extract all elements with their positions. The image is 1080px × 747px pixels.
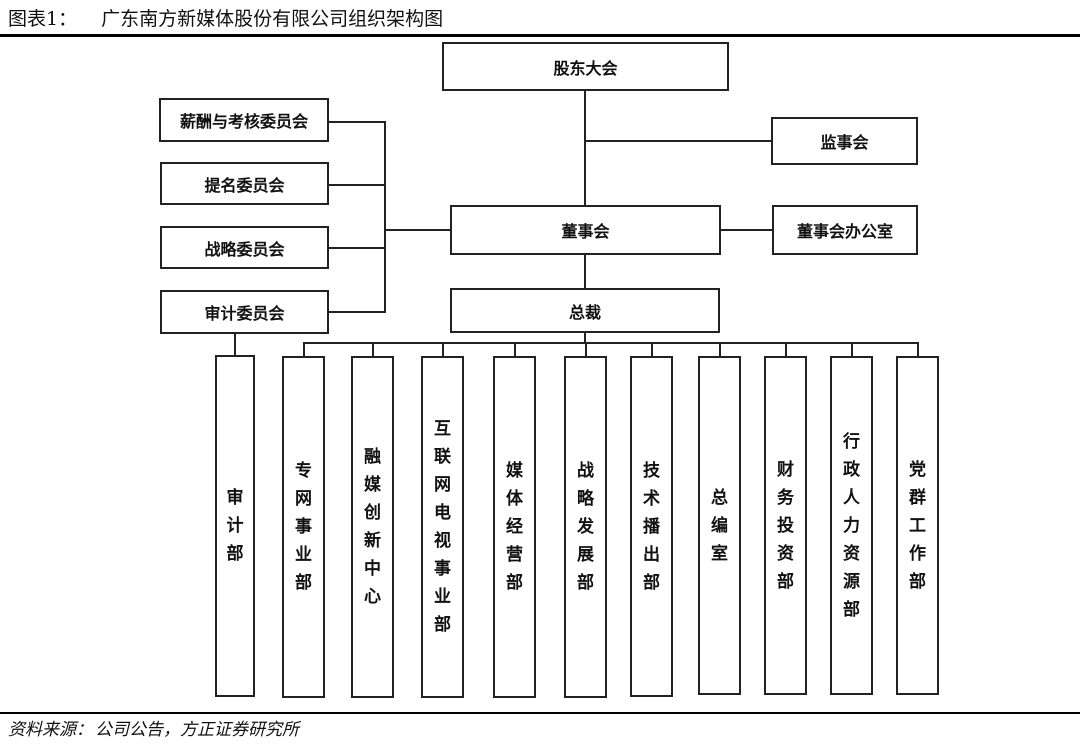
audit-dept-box: 审计部 [215, 355, 255, 697]
dept-drop-1 [303, 342, 305, 357]
dept-box-1: 专网事业部 [282, 356, 325, 698]
committee-nomination-box: 提名委员会 [160, 162, 329, 205]
connector-board-office [720, 229, 773, 231]
dept-label: 专网事业部 [294, 461, 312, 593]
source-note: 资料来源：公司公告，方正证券研究所 [8, 718, 299, 742]
top-rule [0, 34, 1080, 37]
committee-label: 提名委员会 [204, 175, 285, 195]
ceo-box: 总裁 [450, 288, 720, 333]
dept-box-3: 互联网电视事业部 [421, 356, 464, 698]
dept-box-8: 财务投资部 [764, 356, 807, 695]
dept-drop-6 [651, 342, 653, 357]
committee-audit-box: 审计委员会 [160, 290, 329, 334]
departments-bus [303, 342, 919, 344]
dept-box-4: 媒体经营部 [493, 356, 536, 698]
dept-drop-4 [514, 342, 516, 357]
connector-committee-4 [328, 311, 385, 313]
dept-label: 财务投资部 [776, 459, 794, 592]
dept-drop-7 [719, 342, 721, 357]
source-text: 公司公告，方正证券研究所 [95, 720, 299, 740]
connector-committee-3 [328, 247, 385, 249]
connector-shareholders-board [584, 90, 586, 207]
dept-label: 融媒创新中心 [363, 447, 381, 607]
dept-label: 战略发展部 [576, 461, 594, 593]
connector-committee-spine [384, 121, 386, 313]
figure-label: 图表1： [8, 8, 78, 30]
dept-box-7: 总编室 [698, 356, 741, 695]
board-office-box: 董事会办公室 [772, 205, 918, 255]
dept-label: 技术播出部 [642, 460, 660, 593]
supervisory-board-label: 监事会 [820, 133, 869, 152]
source-label: 资料来源： [8, 720, 93, 740]
connector-audit-dept [234, 333, 236, 357]
connector-committees-board [385, 229, 451, 231]
committee-label: 薪酬与考核委员会 [179, 112, 308, 131]
ceo-label: 总裁 [568, 302, 601, 322]
dept-label: 媒体经营部 [505, 461, 523, 593]
figure-title: 图表1： 广东南方新媒体股份有限公司组织架构图 [8, 6, 443, 32]
dept-label: 行政人力资源部 [842, 431, 860, 620]
dept-drop-5 [585, 342, 587, 357]
board-office-label: 董事会办公室 [796, 222, 893, 241]
dept-box-9: 行政人力资源部 [830, 356, 873, 695]
supervisory-board-box: 监事会 [771, 117, 918, 165]
connector-committee-2 [328, 184, 385, 186]
dept-box-10: 党群工作部 [896, 356, 939, 695]
committee-compensation-box: 薪酬与考核委员会 [159, 98, 329, 142]
dept-drop-8 [785, 342, 787, 357]
dept-label: 党群工作部 [908, 459, 926, 592]
connector-ceo-departments [584, 331, 586, 343]
board-label: 董事会 [561, 222, 610, 241]
committee-label: 审计委员会 [204, 304, 285, 323]
shareholders-label: 股东大会 [553, 58, 618, 78]
dept-drop-9 [851, 342, 853, 357]
dept-box-6: 技术播出部 [630, 356, 673, 697]
board-box: 董事会 [450, 205, 721, 255]
dept-drop-3 [442, 342, 444, 357]
connector-committee-1 [328, 121, 385, 123]
dept-drop-2 [372, 342, 374, 357]
connector-board-ceo [584, 254, 586, 289]
dept-drop-10 [917, 342, 919, 357]
figure-title-text: 广东南方新媒体股份有限公司组织架构图 [101, 8, 444, 30]
bottom-rule [0, 712, 1080, 714]
dept-label: 总编室 [710, 487, 728, 564]
dept-label: 互联网电视事业部 [433, 419, 451, 635]
committee-label: 战略委员会 [204, 239, 285, 259]
dept-box-5: 战略发展部 [564, 356, 607, 698]
shareholders-box: 股东大会 [442, 42, 729, 91]
connector-supervisory-branch [585, 140, 773, 142]
committee-strategy-box: 战略委员会 [160, 226, 329, 269]
audit-dept-label: 审计部 [226, 488, 244, 564]
dept-box-2: 融媒创新中心 [351, 356, 394, 698]
